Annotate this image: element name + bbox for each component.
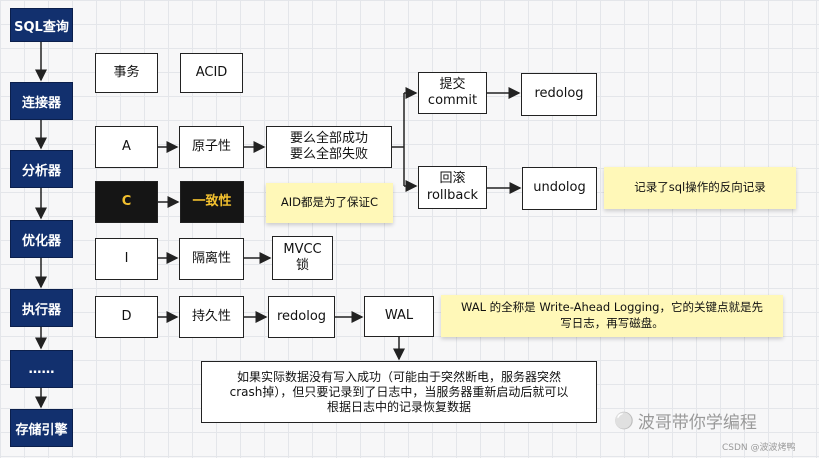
step-connector: 连接器 xyxy=(10,82,73,120)
redolog-durability-box: redolog xyxy=(268,296,335,338)
transaction-box: 事务 xyxy=(95,53,158,93)
recovery-explanation-box: 如果实际数据没有写入成功（可能由于突然断电，服务器突然 crash掉），但只要记… xyxy=(201,361,597,423)
wal-box: WAL xyxy=(364,296,434,337)
wal-note-line-2: 写日志，再写磁盘。 xyxy=(560,316,664,330)
explain-line-1: 如果实际数据没有写入成功（可能由于突然断电，服务器突然 xyxy=(236,369,561,384)
redolog-commit-box: redolog xyxy=(521,73,597,116)
brand-text: 波哥带你学编程 xyxy=(637,413,757,433)
letter-c-box: C xyxy=(95,181,158,223)
commit-en-text: commit xyxy=(427,93,478,108)
undolog-note: 记录了sql操作的反向记录 xyxy=(604,167,796,209)
credit-watermark: CSDN @波波烤鸭 xyxy=(722,443,796,453)
all-or-nothing-box: 要么全部成功 要么全部失败 xyxy=(266,126,392,168)
mvcc-text: MVCC xyxy=(283,241,322,257)
durability-box: 持久性 xyxy=(179,296,244,338)
step-analyzer: 分析器 xyxy=(10,150,73,188)
wal-note-line-1: WAL 的全称是 Write-Ahead Logging，它的关键点就是先 xyxy=(461,300,763,315)
step-sql-query: SQL查询 xyxy=(10,8,73,42)
undolog-box: undolog xyxy=(522,167,597,210)
letter-a-box: A xyxy=(95,126,158,168)
all-fail-text: 要么全部失败 xyxy=(289,147,368,162)
explain-line-3: 根据日志中的记录恢复数据 xyxy=(326,399,471,414)
lock-text: 锁 xyxy=(295,258,309,273)
step-executor: 执行器 xyxy=(10,289,73,327)
isolation-box: 隔离性 xyxy=(179,238,244,280)
all-succeed-text: 要么全部成功 xyxy=(289,130,368,146)
rollback-box: 回滚 rollback xyxy=(418,166,487,209)
commit-cn-text: 提交 xyxy=(439,76,466,92)
mvcc-box: MVCC 锁 xyxy=(272,236,333,280)
wechat-icon: ⚪ xyxy=(614,411,634,430)
consistency-box: 一致性 xyxy=(180,181,244,223)
step-optimizer: 优化器 xyxy=(10,220,73,258)
atomicity-box: 原子性 xyxy=(179,126,244,168)
wal-note: WAL 的全称是 Write-Ahead Logging，它的关键点就是先 写日… xyxy=(441,295,783,337)
commit-box: 提交 commit xyxy=(418,72,487,114)
brand-watermark: ⚪ 波哥带你学编程 xyxy=(614,408,757,433)
rollback-en-text: rollback xyxy=(426,187,479,203)
letter-d-box: D xyxy=(95,296,158,338)
rollback-cn-text: 回滚 xyxy=(439,171,466,187)
acid-box: ACID xyxy=(180,53,243,93)
consistency-note: AID都是为了保证C xyxy=(266,183,393,223)
step-ellipsis: …… xyxy=(10,350,73,388)
explain-line-2: crash掉），但只要记录到了日志中，当服务器重新启动后就可以 xyxy=(229,384,569,399)
step-storage-engine: 存储引擎 xyxy=(10,409,73,447)
letter-i-box: I xyxy=(95,238,158,280)
